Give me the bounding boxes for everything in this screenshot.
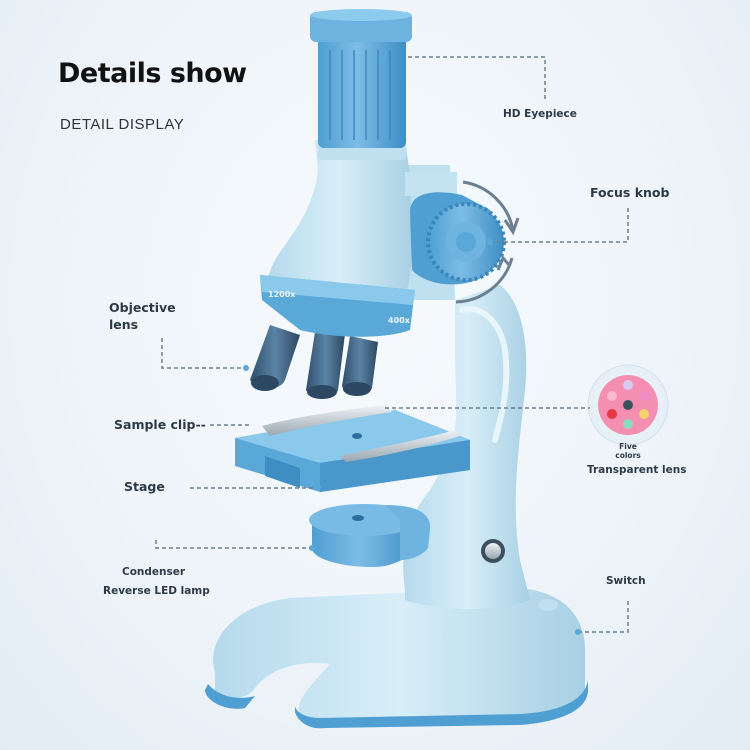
condenser <box>309 504 431 568</box>
page-title: Details show <box>58 58 247 89</box>
leader-lines <box>155 56 629 633</box>
label-reverse-led-lamp: Reverse LED lamp <box>103 585 210 597</box>
label-stage: Stage <box>124 479 165 494</box>
label-hd-eyepiece: HD Eyepiece <box>503 108 577 120</box>
magnification-400x-label: 400x <box>388 316 411 325</box>
transparent-lens-disk <box>587 364 669 446</box>
magnification-1200x-label: 1200x <box>268 290 296 299</box>
leader-objective <box>161 338 246 369</box>
focus-knob[interactable] <box>405 172 520 304</box>
leader-focus-knob <box>490 205 629 243</box>
eyepiece[interactable] <box>310 9 412 160</box>
label-switch: Switch <box>606 575 646 587</box>
label-objective-line1: Objective <box>109 300 176 315</box>
switch[interactable] <box>481 539 505 563</box>
microscope-head: 1200x 400x <box>260 140 415 337</box>
microscope-base <box>205 587 588 729</box>
label-condenser: Condenser <box>122 566 186 578</box>
label-five-colors: Five colors <box>612 442 644 460</box>
label-sample-clip: Sample clip-- <box>114 417 206 432</box>
stage <box>235 410 470 492</box>
leader-dots <box>243 54 581 635</box>
leader-condenser <box>155 540 312 549</box>
label-objective-line2: lens <box>109 317 139 332</box>
label-colors: colors <box>615 451 641 460</box>
label-focus-knob: Focus knob <box>590 185 670 200</box>
leader-switch <box>578 598 629 633</box>
label-transparent-lens: Transparent lens <box>587 464 687 476</box>
objective-lenses <box>250 325 378 399</box>
label-five: Five <box>619 442 637 451</box>
page-subtitle: DETAIL DISPLAY <box>60 116 185 133</box>
sample-clips <box>262 405 460 462</box>
leader-eyepiece <box>408 56 546 102</box>
